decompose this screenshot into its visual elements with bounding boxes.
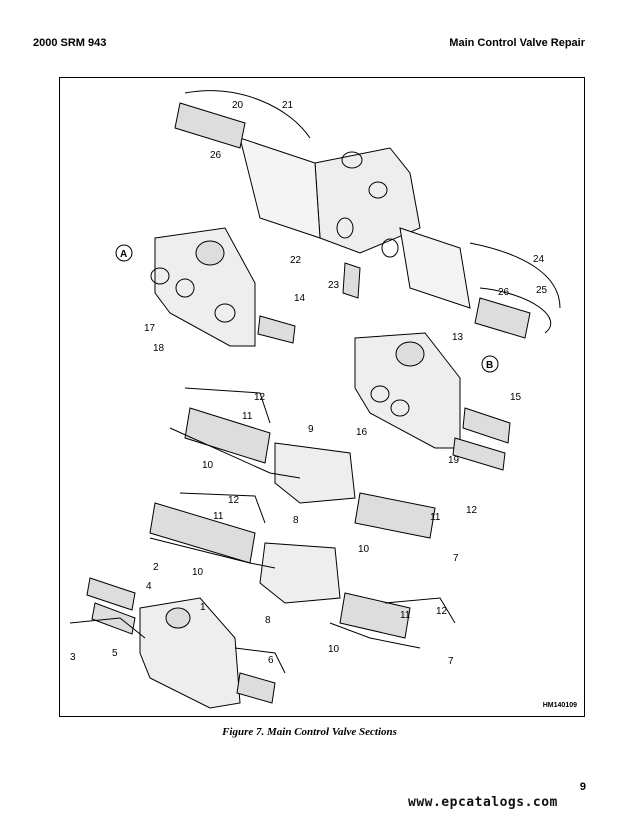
bracket-12-b [179,492,266,524]
mid-section-2-spool-left [149,502,256,564]
callout-2: 2 [153,562,159,573]
callout-3: 3 [70,652,76,663]
callout-10-d: 10 [328,644,340,655]
bracket-12-a [184,387,271,424]
bracket-12-c [384,597,456,624]
mid-section-1-spool-left [184,407,271,464]
document-header-left: 2000 SRM 943 [33,37,107,49]
callout-25: 25 [536,285,548,296]
callout-22: 22 [290,255,302,266]
callout-12-b: 12 [228,495,240,506]
callout-6: 6 [268,655,274,666]
callout-14: 14 [294,293,306,304]
callout-10-c: 10 [358,544,370,555]
part-23 [342,262,361,299]
top-spool-right [474,297,531,339]
callout-26-top: 26 [210,150,222,161]
mid-section-1-spool-right [354,492,436,539]
top-spool-left [174,102,246,149]
exploded-valve-diagram: 20 21 26 22 23 24 25 26 14 17 18 13 15 1… [69,90,561,709]
view-b-valve-body [354,332,461,449]
callout-19: 19 [448,455,460,466]
callout-11-c: 11 [430,512,441,523]
callout-5: 5 [112,648,118,659]
bracket-10-c [329,622,421,649]
part-19 [452,437,506,471]
document-header-right: Main Control Valve Repair [449,37,585,49]
callout-20: 20 [232,100,244,111]
watermark-link[interactable]: www.epcatalogs.com [408,795,558,810]
callout-4: 4 [146,581,152,592]
part-15 [462,407,511,444]
callout-18: 18 [153,343,165,354]
view-b-marker [481,355,499,373]
callout-10-b: 10 [192,567,204,578]
callout-11-b: 11 [213,511,224,522]
callout-17: 17 [144,323,156,334]
callout-23: 23 [328,280,340,291]
view-a-marker [115,244,133,262]
callout-13: 13 [452,332,464,343]
bottom-valve-body [139,597,241,709]
callout-21: 21 [282,100,294,111]
bracket-24 [469,242,561,309]
bracket-21 [184,90,311,139]
callout-12-a: 12 [254,392,266,403]
bracket-3 [69,617,146,639]
bracket-10-a [169,427,301,479]
view-a-label: A [120,249,127,260]
callout-11-a: 11 [242,411,253,422]
part-2-spool [86,577,136,611]
page-number: 9 [579,781,586,793]
drawing-id: HM140109 [542,702,577,709]
bracket-6 [234,647,286,674]
figure-caption: Figure 7. Main Control Valve Sections [222,726,397,738]
callout-16: 16 [356,427,368,438]
callout-1: 1 [200,602,206,613]
top-left-section [239,137,321,239]
mid-section-1-body [274,442,356,504]
part-6-plug [236,672,276,704]
callout-15: 15 [510,392,522,403]
callout-10-a: 10 [202,460,214,471]
callout-7-b: 7 [448,656,454,667]
callout-9: 9 [308,424,314,435]
callout-7-a: 7 [453,553,459,564]
callout-12-c: 12 [466,505,478,516]
callout-24: 24 [533,254,545,265]
callout-26-right: 26 [498,287,510,298]
bracket-25 [479,287,552,334]
callout-8-a: 8 [293,515,299,526]
callout-11-d: 11 [400,610,411,621]
figure-frame: 20 21 26 22 23 24 25 26 14 17 18 13 15 1… [59,77,585,717]
part-14 [257,315,296,344]
view-a-valve-body [154,227,256,347]
view-b-label: B [486,360,493,371]
mid-section-2-body [259,542,341,604]
top-right-section [399,227,471,309]
callout-labels: 20 21 26 22 23 24 25 26 14 17 18 13 15 1… [70,100,548,667]
callout-12-d: 12 [436,606,448,617]
bracket-10-b [149,537,276,569]
callout-8-b: 8 [265,615,271,626]
